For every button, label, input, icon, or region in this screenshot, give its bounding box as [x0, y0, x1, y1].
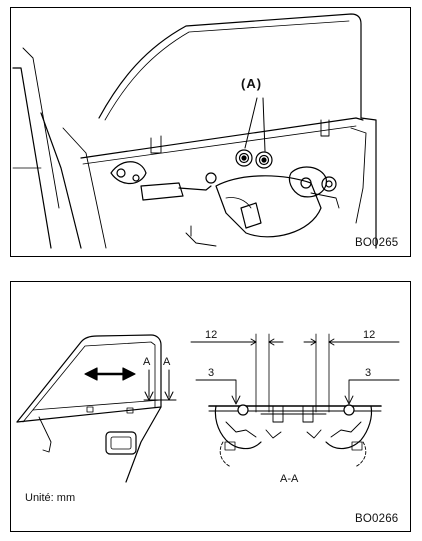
door-inner-panel-drawing [12, 13, 377, 249]
dimension-3-right: 3 [365, 367, 372, 379]
figure-code-top: BO0265 [355, 237, 399, 249]
callout-label-a: (A) [241, 76, 263, 91]
unit-note: Unité: mm [25, 492, 76, 504]
section-marker-a-1: A [143, 356, 151, 368]
dimension-12-left: 12 [205, 329, 218, 341]
window-adjustment-figure: A A 12 12 3 3 A-A Unité: mm BO0266 [10, 281, 411, 532]
figure-code-bottom: BO0266 [355, 513, 399, 525]
dimension-12-right: 12 [363, 329, 376, 341]
door-trim-figure: (A) BO0265 [10, 7, 411, 257]
dimension-3-left: 3 [208, 367, 215, 379]
section-name: A-A [280, 473, 299, 485]
window-section-drawing [16, 333, 400, 483]
section-marker-a-2: A [163, 356, 171, 368]
